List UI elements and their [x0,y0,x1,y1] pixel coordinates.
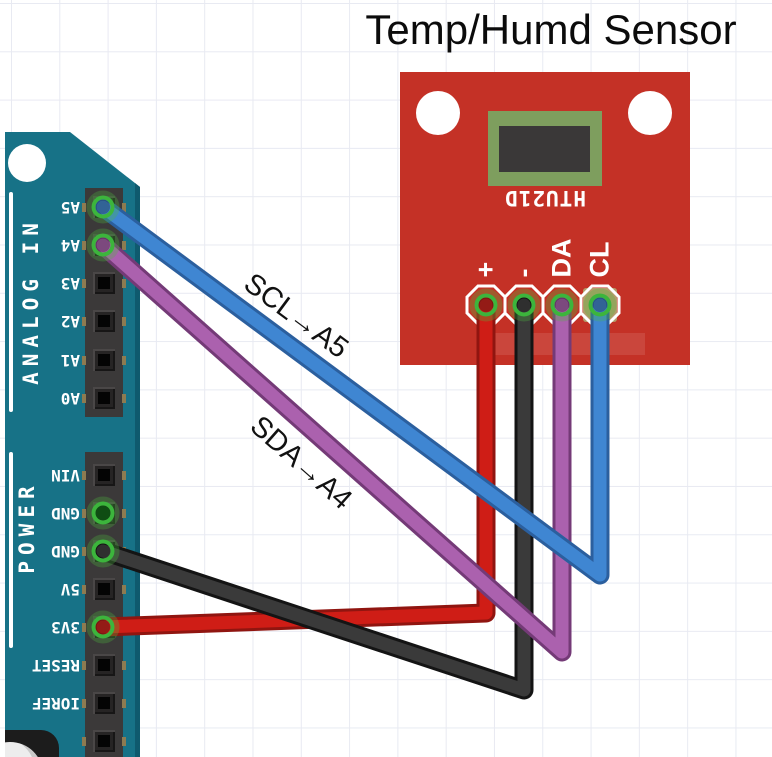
solder-pad-tick [82,508,86,518]
solder-pad-tick [82,470,86,480]
pin-hole [98,239,110,251]
power-pin-label-gnd: GND [51,542,80,561]
sensor-pin-label-cl: CL [584,241,615,278]
solder-pad-tick [82,240,86,250]
analog-pin-label-a5: A5 [60,198,80,217]
solder-pad-tick [82,316,86,326]
sensor-pin-label-plus: + [470,261,501,278]
solder-pad-tick [82,584,86,594]
pin-hole [98,583,110,595]
htu21d-chip [499,126,590,172]
pin-hole [98,545,110,557]
solder-pad-tick [82,355,86,365]
power-label: POWER [15,480,39,574]
power-pin-label-5v: 5V [60,580,80,599]
capacitor-component [5,730,59,757]
solder-pad-tick [122,736,126,746]
solder-pad-tick [122,393,126,403]
arduino-pin-ioref[interactable] [93,692,115,714]
pin-hole [98,697,110,709]
sensor-pin-label-minus: - [508,268,539,278]
pin-hole [98,735,110,747]
mounting-hole [416,91,460,135]
solder-pad-tick [82,278,86,288]
arduino-pin-5v[interactable] [93,578,115,600]
solder-pad-tick [122,316,126,326]
power-pin-label-3v3: 3V3 [51,618,80,637]
analog-pin-label-a1: A1 [60,351,80,370]
solder-pad-tick [122,355,126,365]
solder-pad-tick [82,393,86,403]
solder-pad-tick [82,622,86,632]
arduino-pin-3v3[interactable] [93,616,115,638]
pin-hole [98,621,110,633]
arduino-pin-a0[interactable] [93,387,115,409]
power-pin-label-reset: RESET [31,656,80,675]
power-pin-label-ioref: IOREF [31,694,80,713]
power-group-bracket [9,452,13,648]
solder-pad-tick [122,698,126,708]
solder-pad-tick [122,470,126,480]
board-edge [135,132,140,757]
solder-pad-tick [82,698,86,708]
arduino-pin-gnd[interactable] [93,540,115,562]
arduino-pin-a3[interactable] [93,272,115,294]
solder-pad-tick [82,202,86,212]
arduino-pin-vin[interactable] [93,464,115,486]
solder-pad-tick [122,202,126,212]
solder-pad-tick [122,546,126,556]
solder-pad-tick [82,546,86,556]
solder-pad-tick [122,508,126,518]
pin-hole [98,315,110,327]
sensor-chip-frame [488,111,602,186]
solder-pad-tick [122,240,126,250]
arduino-pin-a2[interactable] [93,310,115,332]
power-pin-label-gnd: GND [51,504,80,523]
sensor-pin-label-da: DA [546,238,577,278]
analog-pin-header[interactable] [85,188,123,417]
chip-silkscreen-label: HTU21D [504,186,586,210]
arduino-pin-gnd[interactable] [93,502,115,524]
analog-group-bracket [9,192,13,412]
analog-pin-label-a4: A4 [60,236,80,255]
pin-hole [98,659,110,671]
arduino-pin-unlabeled[interactable] [93,730,115,752]
pin-hole [98,277,110,289]
analog-pin-label-a2: A2 [60,312,80,331]
sda-wire-annotation: SDA→A4 [243,409,359,517]
pin-hole [98,392,110,404]
arduino-pin-a5[interactable] [93,196,115,218]
solder-pad-tick [82,736,86,746]
mounting-hole [628,91,672,135]
capacitor-top [5,742,43,757]
solder-pad-tick [122,584,126,594]
arduino-pin-reset[interactable] [93,654,115,676]
analog-pin-label-a0: A0 [60,389,80,408]
pin-hole [98,507,110,519]
diagram-title: Temp/Humd Sensor [365,6,737,53]
arduino-pin-a4[interactable] [93,234,115,256]
solder-pad-tick [122,660,126,670]
power-pin-label-vin: VIN [51,466,80,485]
solder-pad-tick [82,660,86,670]
board-highlight-band [493,333,645,355]
pin-hole [98,469,110,481]
solder-pad-tick [122,622,126,632]
analog-in-label: ANALOG IN [19,217,43,385]
pin-hole [98,201,110,213]
arduino-pin-a1[interactable] [93,349,115,371]
analog-pin-label-a3: A3 [60,274,80,293]
solder-pad-tick [122,278,126,288]
mounting-hole [8,144,46,182]
pin-hole [98,354,110,366]
